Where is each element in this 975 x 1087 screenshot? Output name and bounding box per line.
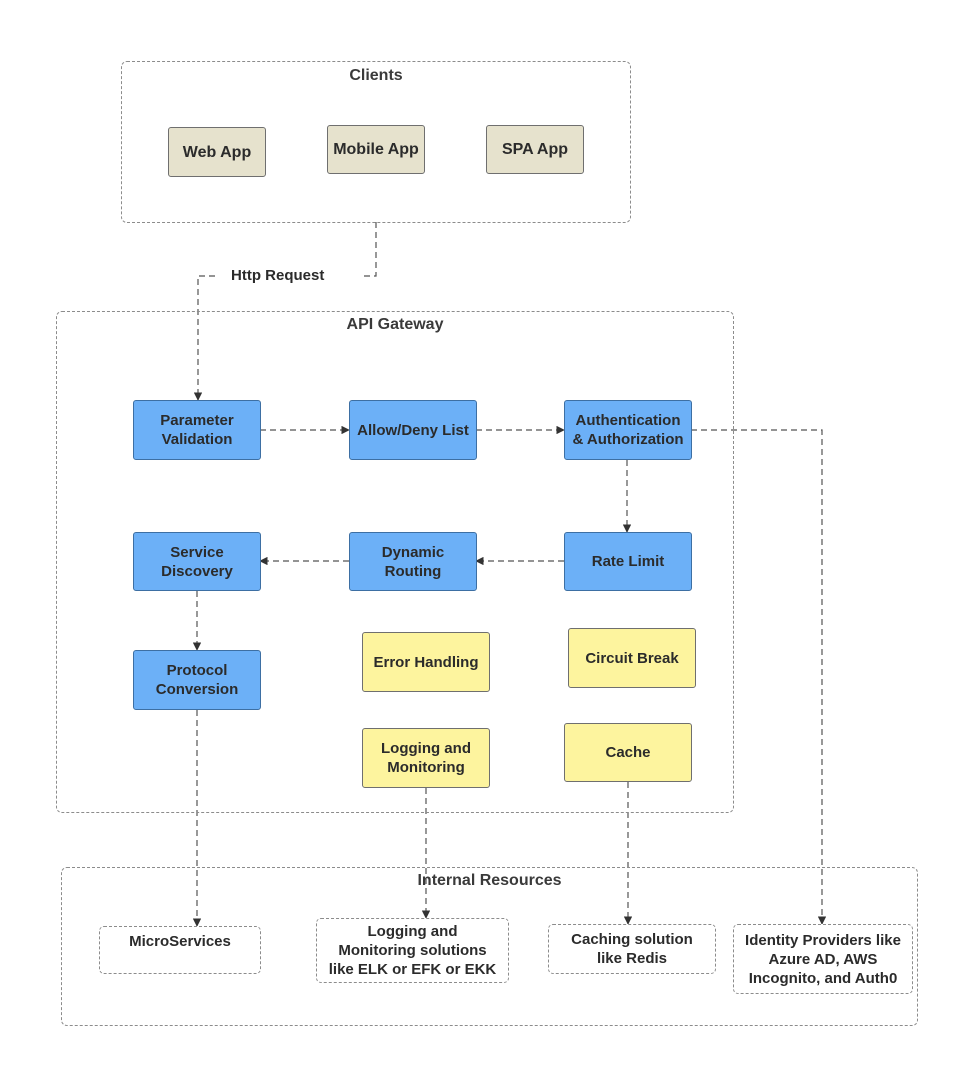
spa-app-node: SPA App [486,125,584,174]
edge-http-to-param [193,275,215,401]
protocol-conversion-node: Protocol Conversion [133,650,261,710]
rate-limit-node: Rate Limit [564,532,692,591]
allow-deny-list-node: Allow/Deny List [349,400,477,460]
clients-group-title: Clients [349,67,403,84]
mobile-app-node: Mobile App [327,125,425,174]
dynamic-routing-node: Dynamic Routing [349,532,477,591]
authentication-authorization-node: Authentication & Authorization [564,400,692,460]
api-gateway-group-title: API Gateway [346,316,444,333]
caching-solution-node: Caching solution like Redis [548,924,716,974]
logging-monitoring-node: Logging and Monitoring [362,728,490,788]
logging-solutions-node: Logging and Monitoring solutions like EL… [316,918,509,983]
microservices-node: MicroServices [99,926,261,974]
http-request-label: Http Request [227,267,329,284]
circuit-break-node: Circuit Break [568,628,696,688]
edge-clients-to-http-label [362,222,377,277]
cache-node: Cache [564,723,692,782]
internal-resources-group: Internal Resources [61,867,918,1026]
edge-auth-to-identity-providers [691,429,827,925]
clients-group: Clients [121,61,631,223]
service-discovery-node: Service Discovery [133,532,261,591]
error-handling-node: Error Handling [362,632,490,692]
identity-providers-node: Identity Providers like Azure AD, AWS In… [733,924,913,994]
api-gateway-group: API Gateway [56,311,734,813]
internal-resources-group-title: Internal Resources [417,872,562,889]
parameter-validation-node: Parameter Validation [133,400,261,460]
web-app-node: Web App [168,127,266,177]
